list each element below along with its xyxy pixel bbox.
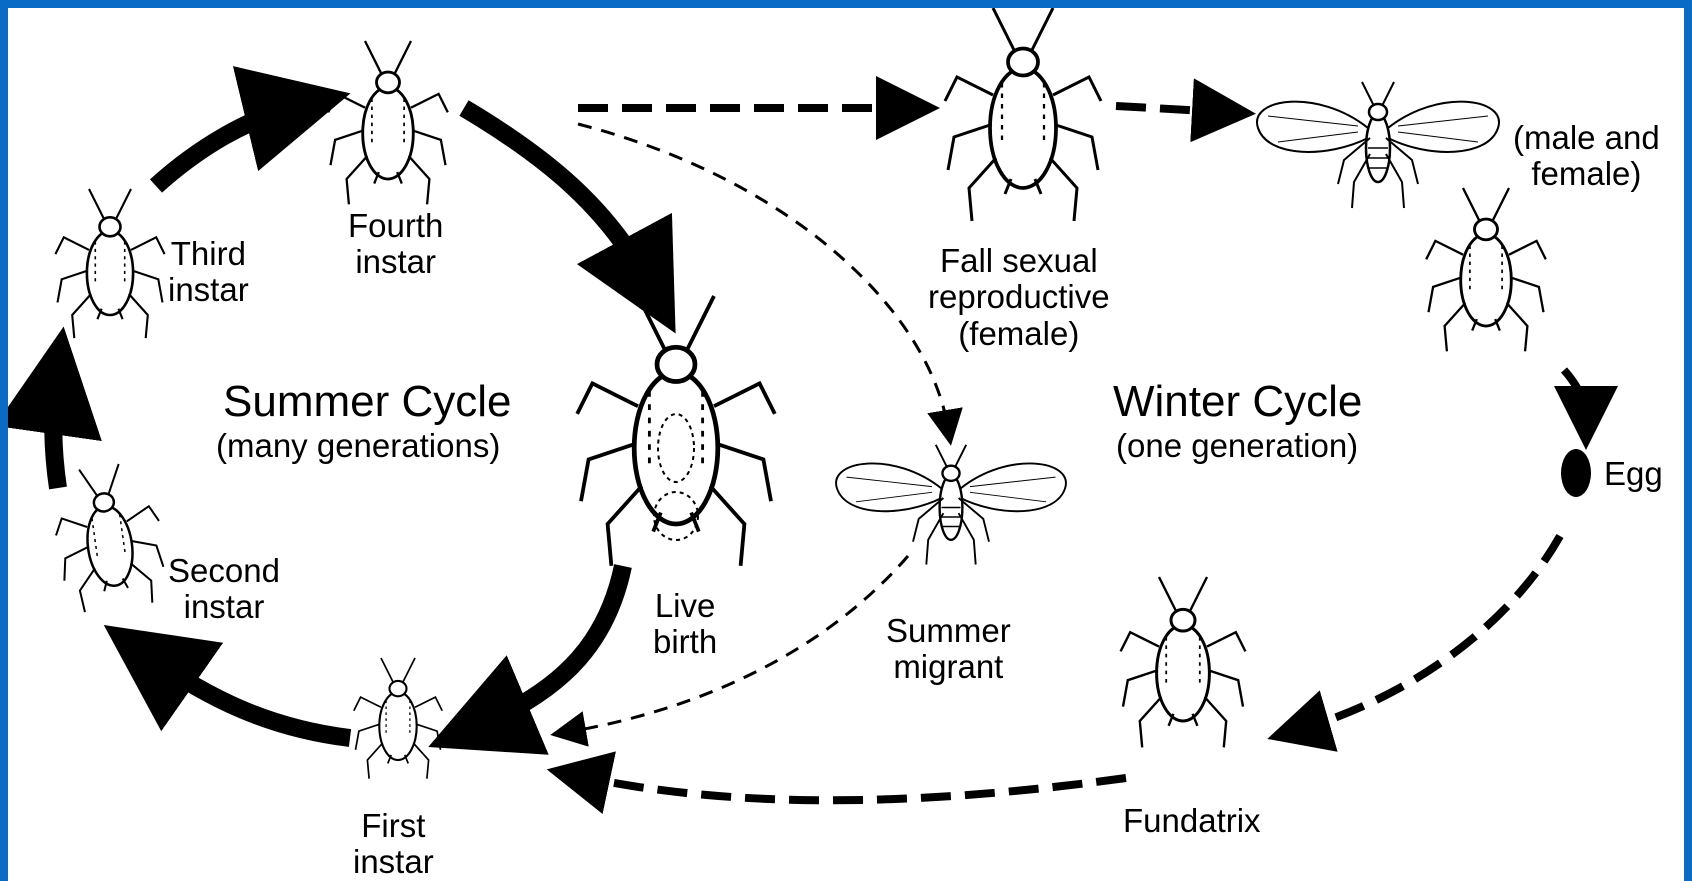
fundatrix-insect [1121,577,1246,747]
arrow-first-to-second [148,656,350,738]
winter-cycle-subtitle: (one generation) [1116,428,1358,464]
winter-cycle-title: Winter Cycle [1113,378,1362,426]
live-birth-adult-insect [577,296,775,566]
arrow-second-to-third [53,380,58,488]
summer-cycle-subtitle: (many generations) [216,428,500,464]
arrow-live-to-first [478,566,623,726]
fall-sexual-insect [945,8,1101,221]
arrow-fourth-to-live [464,108,650,286]
arrow-third-to-fourth [156,106,298,186]
female-winter-insect [1426,188,1546,351]
egg-label: Egg [1604,456,1663,492]
arrow-winged-to-egg [1564,370,1586,418]
third-instar-insect [55,189,164,338]
arrow-fundatrix-to-first [578,776,1126,800]
arrow-fall-to-winged [1116,106,1224,112]
first-instar-insect [354,658,442,779]
fourth-instar-insect [328,41,448,204]
egg-shape [1561,449,1591,497]
arrow-to-summer-migrant [578,124,948,428]
arrow-egg-to-fundatrix [1298,536,1560,730]
fundatrix-label: Fundatrix [1123,803,1261,839]
fall-sexual-label: Fall sexual reproductive (female) [928,243,1110,352]
summer-migrant-insect [836,445,1066,565]
summer-cycle-title: Summer Cycle [223,378,512,426]
